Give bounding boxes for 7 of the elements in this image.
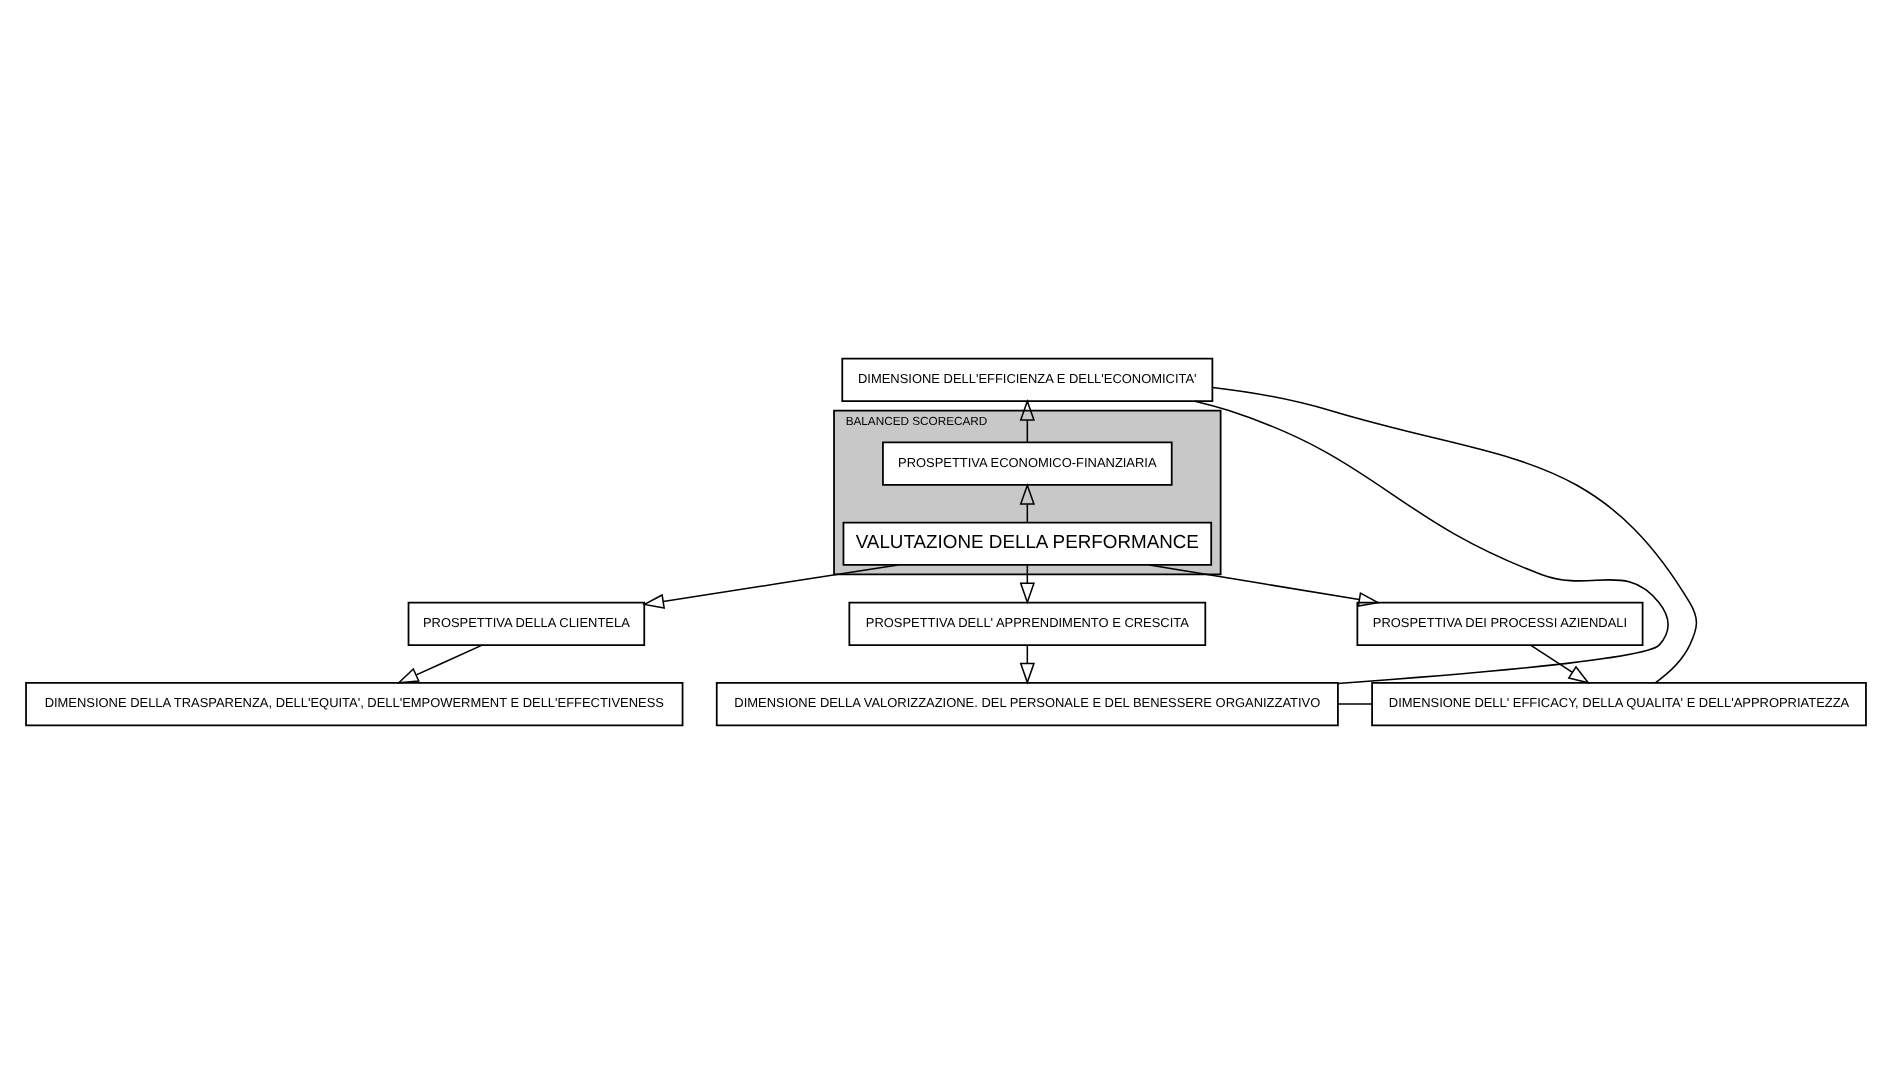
- connector: [1336, 703, 1372, 705]
- arrow: [395, 644, 482, 684]
- node-box: VALUTAZIONE DELLA PERFORMANCE: [841, 521, 1212, 566]
- arrow: [1147, 564, 1380, 608]
- arrow: [641, 564, 898, 609]
- arrow: [1529, 644, 1590, 685]
- arrow: [1018, 398, 1034, 443]
